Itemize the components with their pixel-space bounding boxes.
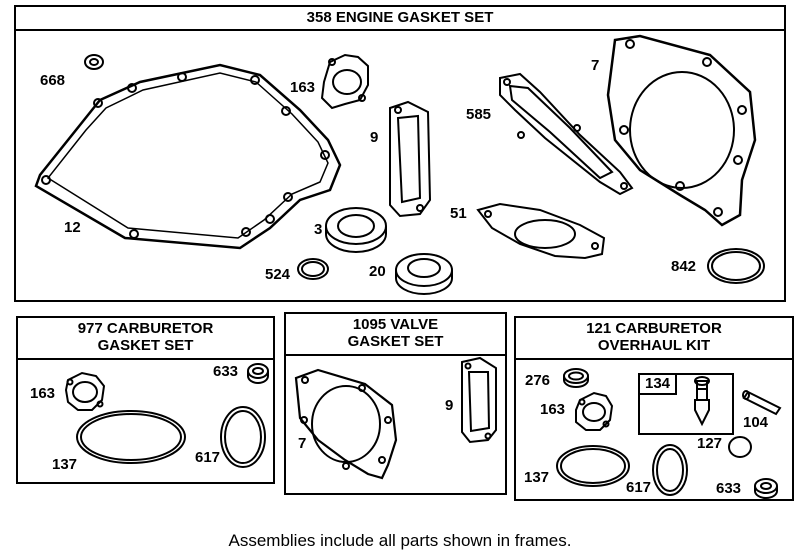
carb-set-part-163 <box>64 371 106 411</box>
carburetor-overhaul-kit-title-line2: OVERHAUL KIT <box>597 337 711 354</box>
part-12-crankcase-gasket <box>34 63 342 250</box>
carburetor-gasket-set-title-line2: GASKET SET <box>97 337 194 354</box>
overhaul-label-633: 633 <box>716 480 742 497</box>
part-134-label: 134 <box>640 375 678 395</box>
overhaul-label-137: 137 <box>524 469 550 486</box>
label-585: 585 <box>466 106 492 123</box>
valve-gasket-set-title-line1: 1095 VALVE <box>352 316 439 333</box>
part-20-oil-seal <box>395 253 453 295</box>
overhaul-part-617 <box>652 444 688 496</box>
part-9-valve-cover-gasket <box>389 100 432 218</box>
overhaul-label-276: 276 <box>525 372 551 389</box>
carburetor-gasket-set-title-line1: 977 CARBURETOR <box>77 320 214 337</box>
part-524-gasket-ring <box>297 258 329 280</box>
overhaul-label-104: 104 <box>743 414 769 431</box>
carb-set-part-617 <box>220 406 266 468</box>
carb-set-label-633: 633 <box>213 363 239 380</box>
engine-gasket-set-frame: 358 ENGINE GASKET SET <box>14 5 786 302</box>
valve-set-part-7 <box>294 368 398 480</box>
part-163-gasket <box>320 53 369 110</box>
carb-set-part-137 <box>76 410 186 464</box>
part-51-exhaust-gasket <box>476 202 606 260</box>
valve-set-label-7: 7 <box>298 435 307 452</box>
label-20: 20 <box>369 263 386 280</box>
carb-set-label-163: 163 <box>30 385 56 402</box>
part-134-box: 134 <box>638 373 734 435</box>
label-668: 668 <box>40 72 66 89</box>
overhaul-label-127: 127 <box>697 435 723 452</box>
carb-set-label-617: 617 <box>195 449 221 466</box>
label-842: 842 <box>671 258 697 275</box>
carburetor-overhaul-kit-title: 121 CARBURETOR OVERHAUL KIT <box>516 318 792 360</box>
overhaul-part-127-plug <box>728 436 752 458</box>
overhaul-label-617: 617 <box>626 479 652 496</box>
overhaul-part-633 <box>754 478 778 499</box>
carb-set-part-633 <box>247 363 269 384</box>
label-51: 51 <box>450 205 467 222</box>
overhaul-label-163: 163 <box>540 401 566 418</box>
overhaul-part-104-pin <box>742 390 782 416</box>
assemblies-caption: Assemblies include all parts shown in fr… <box>228 531 572 550</box>
overhaul-part-163 <box>575 391 614 431</box>
label-12: 12 <box>64 219 81 236</box>
valve-gasket-set-title-line2: GASKET SET <box>347 333 444 350</box>
label-163: 163 <box>290 79 316 96</box>
carburetor-gasket-set-title: 977 CARBURETOR GASKET SET <box>18 318 273 360</box>
label-9: 9 <box>370 129 379 146</box>
part-842-gasket-ring <box>707 248 765 284</box>
valve-gasket-set-title: 1095 VALVE GASKET SET <box>286 314 505 356</box>
carburetor-overhaul-kit-title-line1: 121 CARBURETOR <box>586 320 722 337</box>
label-7: 7 <box>591 57 600 74</box>
part-585-breather-gasket <box>499 72 634 196</box>
label-3: 3 <box>314 221 323 238</box>
overhaul-part-134-needle <box>694 376 710 427</box>
valve-set-label-9: 9 <box>445 397 454 414</box>
carb-set-label-137: 137 <box>52 456 78 473</box>
part-7-cylinder-head-gasket <box>606 34 757 227</box>
engine-gasket-set-title: 358 ENGINE GASKET SET <box>16 7 784 31</box>
valve-set-part-9 <box>461 356 497 444</box>
label-524: 524 <box>265 266 291 283</box>
part-3-oil-seal <box>325 207 387 253</box>
overhaul-part-276 <box>563 368 589 388</box>
overhaul-part-137 <box>556 445 630 487</box>
part-668-seal <box>84 54 104 70</box>
